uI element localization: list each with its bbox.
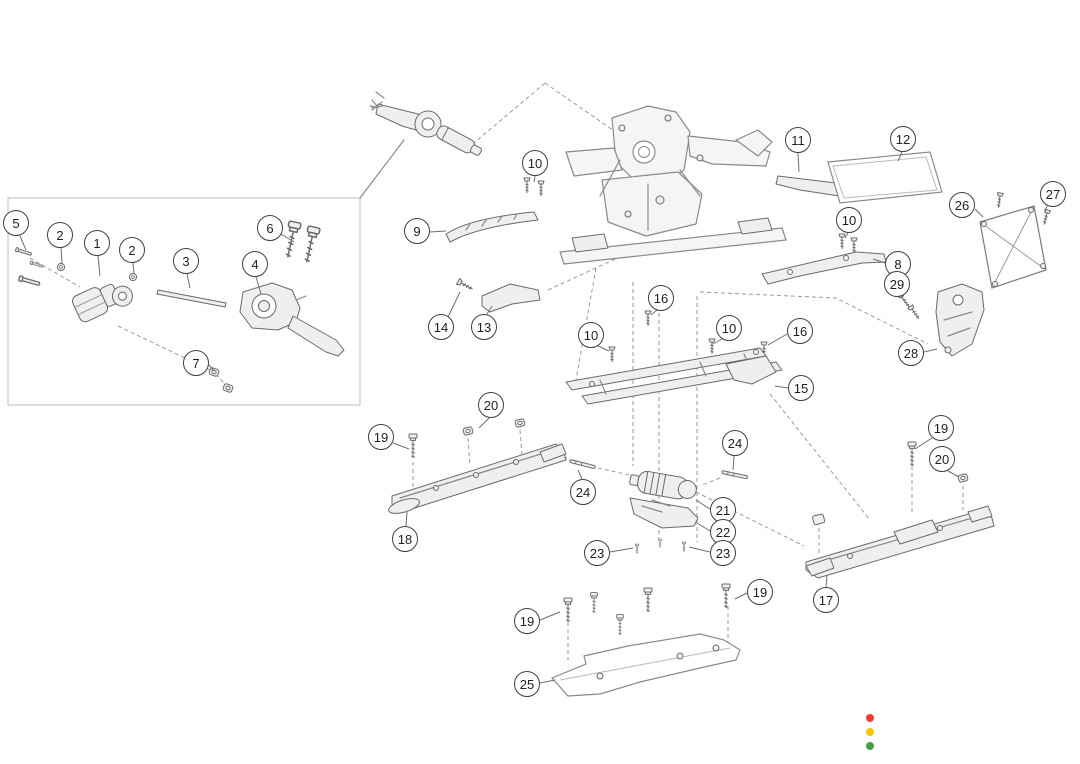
callout-25[interactable]: 25 [514,671,540,697]
callout-6[interactable]: 6 [257,215,283,241]
part-screw-10-mid-left [608,346,616,363]
callout-24[interactable]: 24 [722,430,748,456]
part-pins-23 [634,539,687,555]
callout-19[interactable]: 19 [928,415,954,441]
part-rod-24-left [569,459,596,469]
part-panel-26 [979,205,1047,289]
callout-27[interactable]: 27 [1040,181,1066,207]
callout-13[interactable]: 13 [471,314,497,340]
part-screw-14 [455,277,475,293]
part-seat-track-left-18 [388,443,567,514]
callout-18[interactable]: 18 [392,526,418,552]
part-pins-5 [14,246,44,288]
part-actuator-motor-assembly [369,91,483,156]
part-bracket-28 [935,283,985,357]
part-rod-3 [156,289,227,308]
callout-10[interactable]: 10 [836,207,862,233]
callout-leader-lines [19,151,1048,684]
callout-29[interactable]: 29 [884,271,910,297]
callout-20[interactable]: 20 [929,446,955,472]
callout-3[interactable]: 3 [173,248,199,274]
callout-10[interactable]: 10 [578,322,604,348]
part-screw-16-left [644,310,652,327]
callout-4[interactable]: 4 [242,251,268,277]
callout-19[interactable]: 19 [747,579,773,605]
part-bracket-9 [445,211,539,243]
status-dot-green [866,742,874,750]
part-nut-20-right [957,472,969,484]
status-dot-red [866,714,874,722]
part-panel-12 [827,151,943,204]
callout-5[interactable]: 5 [3,210,29,236]
callout-26[interactable]: 26 [949,192,975,218]
callout-19[interactable]: 19 [368,424,394,450]
callout-23[interactable]: 23 [710,540,736,566]
callout-16[interactable]: 16 [648,285,674,311]
callout-10[interactable]: 10 [716,315,742,341]
callout-11[interactable]: 11 [785,127,811,153]
part-main-frame-assembly [559,105,787,265]
callout-12[interactable]: 12 [890,126,916,152]
part-bracket-13 [481,283,541,313]
callout-19[interactable]: 19 [514,608,540,634]
part-nuts-20-left [462,417,526,437]
part-bracket-22 [629,497,699,529]
part-frame-15 [565,347,783,405]
callout-20[interactable]: 20 [478,392,504,418]
part-shield-25 [550,633,741,697]
part-bracket-8 [761,251,887,285]
part-washer-2-left [56,262,66,272]
part-screw-10-mid-right [708,338,716,355]
part-bolts-19-bottom [563,583,731,636]
part-washer-2-right [128,272,138,282]
part-lever-4 [239,282,345,357]
part-motor-21 [629,470,697,500]
callout-10[interactable]: 10 [522,150,548,176]
inset-connector-line [359,139,405,199]
callout-15[interactable]: 15 [788,375,814,401]
part-motor-1 [71,283,133,323]
part-screw-27 [1040,208,1052,226]
callout-16[interactable]: 16 [787,318,813,344]
callout-7[interactable]: 7 [183,350,209,376]
callout-17[interactable]: 17 [813,587,839,613]
part-bolt-19-right [907,441,917,467]
status-dot-yellow [866,728,874,736]
part-screw-26-top [994,192,1004,209]
callout-2[interactable]: 2 [119,237,145,263]
part-bolt-19-left [408,433,418,459]
part-seat-track-right-17 [805,505,995,579]
callout-1[interactable]: 1 [84,230,110,256]
callout-24[interactable]: 24 [570,479,596,505]
inset-detail-box [7,197,361,406]
callout-28[interactable]: 28 [898,340,924,366]
callout-9[interactable]: 9 [404,218,430,244]
callout-21[interactable]: 21 [710,497,736,523]
part-spacer-17 [812,513,826,526]
part-bolts-6 [281,220,321,265]
part-screws-10-right [838,233,858,254]
callout-23[interactable]: 23 [584,540,610,566]
callout-14[interactable]: 14 [428,314,454,340]
callout-2[interactable]: 2 [47,222,73,248]
part-rod-24-right [721,470,748,480]
